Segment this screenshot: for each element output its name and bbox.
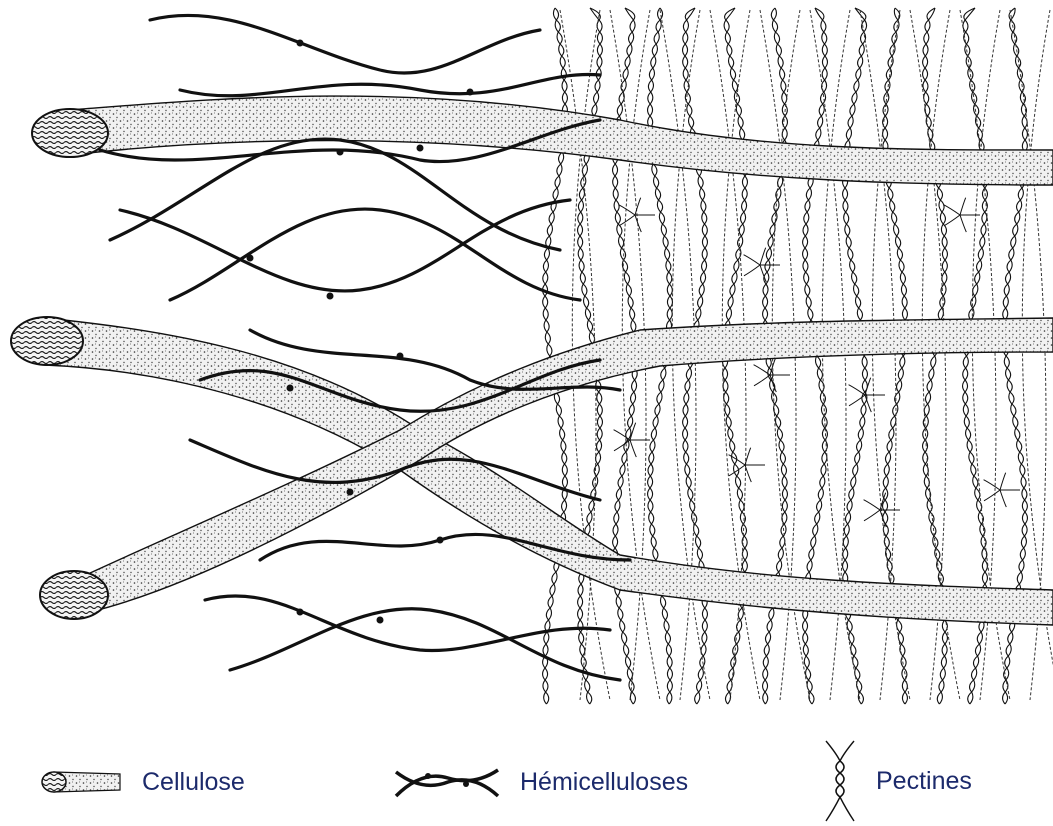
pectin-branch	[630, 440, 636, 457]
hemicellulose-node	[247, 255, 254, 262]
pectin-branch	[960, 198, 966, 215]
pectin-branch	[864, 500, 880, 510]
hemicellulose-node	[337, 149, 344, 156]
legend-item-cellulose: Cellulose	[40, 752, 245, 812]
plant-cell-wall-diagram	[0, 0, 1053, 722]
microfibril-cross-section	[40, 571, 108, 619]
hemicellulose-chain	[180, 75, 600, 96]
cellulose-fibril-icon	[40, 767, 124, 797]
hemicellulose-chain	[120, 200, 570, 291]
pectin-helix-icon	[822, 739, 858, 823]
legend-label-cellulose: Cellulose	[142, 768, 245, 797]
pectin-branch	[1000, 490, 1006, 507]
pectin-branch	[754, 375, 770, 386]
legend-item-pectines: Pectines	[822, 736, 972, 826]
hemicellulose-node	[417, 145, 424, 152]
hemicellulose-chain-icon	[392, 762, 502, 802]
pectin-branch	[944, 215, 960, 226]
legend: Cellulose Hémicelluloses Pectines	[0, 722, 1053, 822]
pectin-branch	[760, 248, 766, 265]
hemicellulose-chain	[230, 609, 620, 680]
pectin-branch	[619, 215, 635, 226]
legend-item-hemicelluloses: Hémicelluloses	[392, 752, 688, 812]
legend-label-hemicelluloses: Hémicelluloses	[520, 768, 688, 797]
microfibril-cross-section	[11, 317, 83, 365]
hemicellulose-node	[397, 353, 404, 360]
hemicellulose-node	[297, 609, 304, 616]
hemicellulose-node	[377, 617, 384, 624]
pectin-branch	[984, 490, 1000, 501]
hemicellulose-chain	[150, 15, 540, 73]
pectin-branch	[729, 455, 745, 465]
pectin-branch	[744, 265, 760, 276]
pectin-branch	[619, 205, 635, 215]
legend-label-pectines: Pectines	[876, 767, 972, 796]
pectin-branch	[864, 510, 880, 521]
pectin-branch	[745, 465, 751, 482]
hemicellulose-node	[467, 89, 474, 96]
hemicellulose-node	[347, 489, 354, 496]
hemicellulose-node	[437, 537, 444, 544]
microfibril-cross-section	[32, 109, 108, 157]
hemicellulose-chain	[110, 139, 560, 250]
pectin-branch	[960, 215, 966, 232]
pectin-branch	[1000, 473, 1006, 490]
hemicellulose-node	[297, 40, 304, 47]
pectin-branch	[944, 205, 960, 215]
hemicellulose-node	[287, 385, 294, 392]
pectin-branch	[984, 480, 1000, 490]
cellulose-microfibrils	[45, 96, 1053, 625]
hemicellulose-node	[327, 293, 334, 300]
pectin-branch	[744, 255, 760, 265]
